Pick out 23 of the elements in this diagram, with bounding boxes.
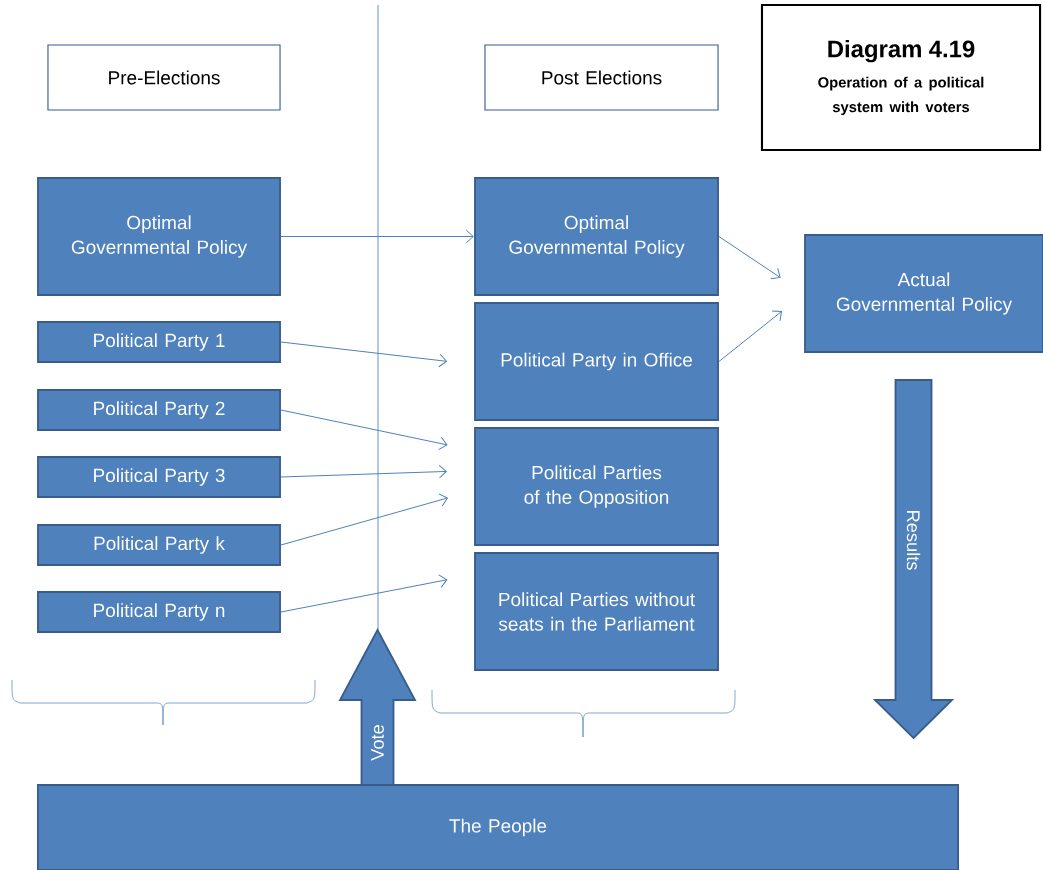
arrow bbox=[280, 229, 474, 244]
heading-box: Pre-Elections bbox=[47, 44, 281, 111]
process-box: Political Parties without seats in the Parliament bbox=[474, 552, 719, 671]
process-box: Political Party k bbox=[37, 524, 281, 566]
arrow bbox=[280, 409, 448, 451]
process-box: Political Party 3 bbox=[37, 456, 281, 498]
process-box: Political Party in Office bbox=[474, 302, 719, 421]
title-box: Diagram 4.19 Operation of a political system with voters bbox=[760, 3, 1042, 152]
process-box: Optimal Governmental Policy bbox=[37, 177, 281, 296]
arrow bbox=[280, 574, 448, 613]
arrow bbox=[718, 236, 781, 280]
process-box: Optimal Governmental Policy bbox=[474, 177, 719, 296]
heading-box: Post Elections bbox=[484, 44, 719, 111]
process-box: The People bbox=[36, 784, 960, 870]
process-box: Political Party 2 bbox=[37, 389, 281, 431]
arrow bbox=[280, 464, 447, 479]
process-box: Political Party n bbox=[37, 591, 281, 633]
process-box: Political Party 1 bbox=[37, 321, 281, 363]
arrow bbox=[718, 310, 782, 362]
arrow bbox=[280, 493, 448, 546]
process-box: Actual Governmental Policy bbox=[804, 234, 1043, 353]
process-box: Political Parties of the Opposition bbox=[474, 427, 719, 546]
arrow bbox=[280, 341, 447, 368]
